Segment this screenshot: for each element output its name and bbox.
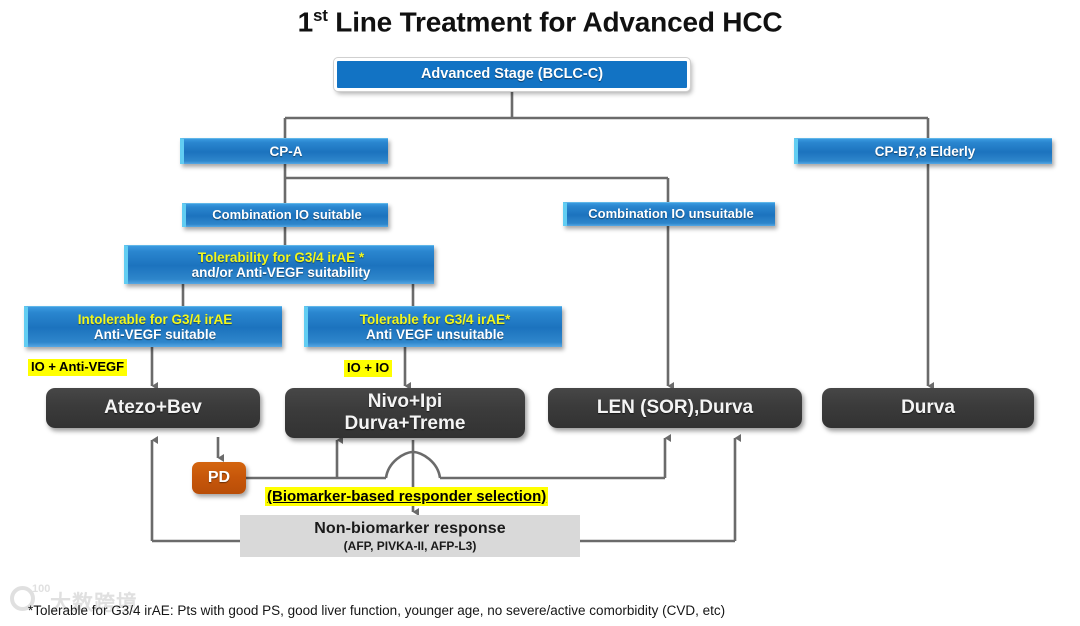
annotation-io-io-text: IO + IO [347,360,390,375]
annotation-io-anti-vegf: IO + Anti-VEGF [28,359,128,376]
node-cp-a-label: CP-A [269,143,303,159]
node-treatment-atezo-bev[interactable]: Atezo+Bev [46,388,260,428]
node-cp-b78-label: CP-B7,8 Elderly [874,143,976,159]
annotation-biomarker-text: (Biomarker-based responder selection) [267,488,547,505]
node-nivo-ipi-line1: Nivo+Ipi [367,391,443,413]
page-title: 1st Line Treatment for Advanced HCC [0,6,1080,38]
node-intolerable-g34-irae[interactable]: Intolerable for G3/4 irAE Anti-VEGF suit… [24,306,282,347]
node-tolerability-anti-vegf[interactable]: Tolerability for G3/4 irAE * and/or Anti… [124,245,434,284]
node-tolerability-line1: Tolerability for G3/4 irAE * [197,249,365,265]
annotation-io-anti-vegf-text: IO + Anti-VEGF [31,359,125,374]
node-len-sor-durva-label: LEN (SOR),Durva [596,397,754,419]
node-combination-io-suitable[interactable]: Combination IO suitable [182,203,388,227]
node-non-biomarker-line1: Non-biomarker response [314,519,506,537]
node-nivo-ipi-line2: Durva+Treme [344,413,466,434]
node-treatment-len-sor-durva[interactable]: LEN (SOR),Durva [548,388,802,428]
title-superscript: st [313,6,328,25]
node-combination-io-unsuitable-label: Combination IO unsuitable [588,206,754,222]
node-combination-io-unsuitable[interactable]: Combination IO unsuitable [563,202,775,226]
node-pd-label: PD [207,469,231,486]
node-advanced-stage-label: Advanced Stage (BCLC-C) [420,66,604,83]
node-cp-a[interactable]: CP-A [180,138,388,164]
watermark-mark: 100 [32,583,51,595]
node-tolerable-line1: Tolerable for G3/4 irAE* [359,311,511,327]
node-non-biomarker-line2: (AFP, PIVKA-II, AFP-L3) [343,538,477,553]
node-treatment-nivo-ipi-durva-treme[interactable]: Nivo+Ipi Durva+Treme [285,388,525,438]
node-non-biomarker-response[interactable]: Non-biomarker response (AFP, PIVKA-II, A… [240,515,580,557]
node-treatment-durva[interactable]: Durva [822,388,1034,428]
node-combination-io-suitable-label: Combination IO suitable [212,207,362,223]
title-rest: Line Treatment for Advanced HCC [327,6,783,38]
node-intolerable-line1: Intolerable for G3/4 irAE [77,311,233,327]
annotation-io-io: IO + IO [344,360,393,377]
node-tolerable-line2: Anti VEGF unsuitable [365,327,504,342]
node-tolerability-line2: and/or Anti-VEGF suitability [191,265,371,280]
footnote-text: *Tolerable for G3/4 irAE: Pts with good … [28,603,726,618]
title-prefix: 1 [297,6,314,38]
node-pd[interactable]: PD [192,462,246,494]
node-intolerable-line2: Anti-VEGF suitable [93,327,217,342]
annotation-biomarker-responder-selection: (Biomarker-based responder selection) [265,487,549,507]
node-durva-label: Durva [901,397,955,419]
node-atezo-bev-label: Atezo+Bev [104,397,202,419]
node-advanced-stage[interactable]: Advanced Stage (BCLC-C) [334,58,690,91]
node-tolerable-g34-irae[interactable]: Tolerable for G3/4 irAE* Anti VEGF unsui… [304,306,562,347]
node-cp-b78-elderly[interactable]: CP-B7,8 Elderly [794,138,1052,164]
